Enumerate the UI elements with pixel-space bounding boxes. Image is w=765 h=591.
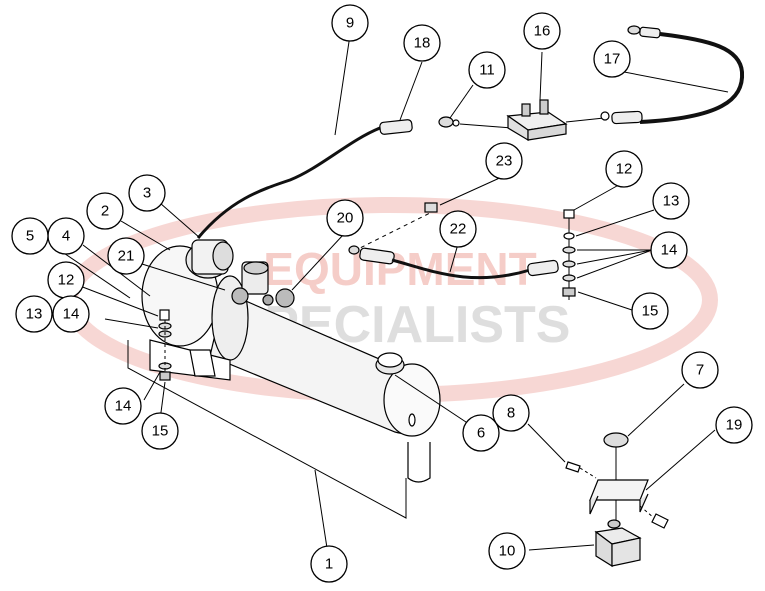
callout-13-right: 13 [652, 182, 690, 220]
svg-text:13: 13 [26, 306, 43, 323]
callout-9: 9 [331, 4, 369, 42]
svg-text:14: 14 [63, 306, 80, 323]
hose-22 [348, 245, 559, 280]
cable-9 [196, 126, 381, 239]
svg-text:3: 3 [143, 185, 151, 202]
svg-text:20: 20 [337, 210, 354, 227]
callouts: 1 2 3 4 5 6 7 8 9 10 11 12 12 13 13 14 1… [11, 4, 753, 583]
svg-text:22: 22 [450, 221, 467, 238]
callout-11: 11 [468, 51, 506, 89]
callout-17: 17 [593, 40, 631, 78]
svg-text:8: 8 [507, 405, 515, 422]
boot-18 [379, 119, 413, 135]
callout-8: 8 [492, 394, 530, 432]
callout-20: 20 [326, 199, 364, 237]
svg-text:14: 14 [661, 242, 678, 259]
svg-text:5: 5 [26, 228, 34, 245]
svg-text:7: 7 [696, 362, 704, 379]
callout-19: 19 [715, 406, 753, 444]
hardware-stack-left [158, 309, 172, 381]
solenoid-16 [506, 99, 568, 142]
callout-3: 3 [128, 174, 166, 212]
wire-16-17 [565, 117, 605, 123]
svg-text:13: 13 [663, 193, 680, 210]
svg-text:6: 6 [477, 425, 485, 442]
svg-text:2: 2 [101, 203, 109, 220]
svg-text:17: 17 [604, 51, 621, 68]
hardware-stack-right [562, 209, 576, 300]
reservoir-tank [127, 291, 441, 519]
callout-7: 7 [681, 351, 719, 389]
svg-text:12: 12 [58, 272, 75, 289]
fitting-23 [359, 202, 438, 249]
pump-motor-assembly [185, 239, 295, 308]
svg-text:16: 16 [534, 23, 551, 40]
callout-15-left: 15 [141, 412, 179, 450]
svg-text:21: 21 [118, 248, 135, 265]
svg-text:1: 1 [325, 556, 333, 573]
svg-text:15: 15 [642, 303, 659, 320]
callout-2: 2 [86, 192, 124, 230]
callout-21: 21 [107, 237, 145, 275]
callout-16: 16 [523, 12, 561, 50]
terminal-11 [438, 116, 460, 128]
svg-text:12: 12 [616, 161, 633, 178]
svg-text:23: 23 [496, 153, 513, 170]
callout-6: 6 [462, 414, 500, 452]
callout-12-left: 12 [47, 261, 85, 299]
callout-4: 4 [47, 217, 85, 255]
bracket-19-group [565, 432, 669, 568]
callout-13-left: 13 [15, 295, 53, 333]
callout-14-left-upper: 14 [52, 295, 90, 333]
callout-10: 10 [488, 532, 526, 570]
svg-text:11: 11 [479, 62, 495, 79]
svg-text:19: 19 [726, 417, 743, 434]
callout-12-right: 12 [605, 150, 643, 188]
callout-14-right: 14 [650, 231, 688, 269]
cable-17 [600, 25, 745, 125]
svg-text:18: 18 [414, 35, 431, 52]
callout-1: 1 [310, 545, 348, 583]
callout-5: 5 [11, 217, 49, 255]
svg-text:9: 9 [346, 15, 354, 32]
watermark-line1: EQUIPMENT [263, 243, 536, 295]
svg-text:4: 4 [62, 228, 70, 245]
svg-text:14: 14 [115, 398, 132, 415]
wire-11-16 [459, 123, 513, 129]
svg-text:15: 15 [152, 423, 169, 440]
callout-15-right: 15 [631, 292, 669, 330]
callout-14-left-lower: 14 [104, 387, 142, 425]
callout-23: 23 [485, 142, 523, 180]
callout-18: 18 [403, 24, 441, 62]
callout-22: 22 [439, 210, 477, 248]
svg-text:10: 10 [499, 543, 516, 560]
